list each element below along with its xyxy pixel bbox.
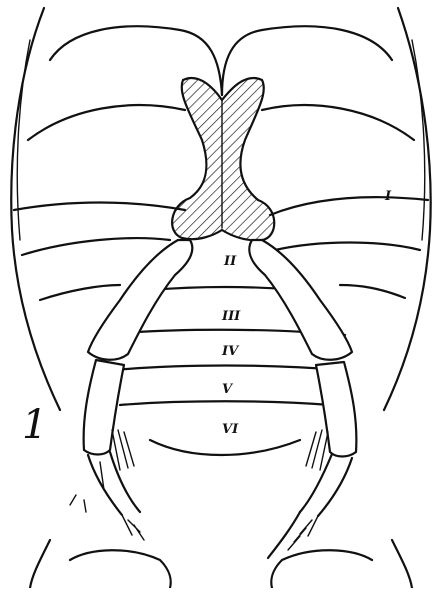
segment-label-1: I	[384, 189, 392, 204]
posterior-structures	[30, 540, 412, 588]
segment-label-4: IV	[221, 344, 240, 359]
segment-label-6: VI	[222, 422, 239, 437]
segment-label-3: III	[221, 309, 241, 324]
hatched-sternite	[172, 78, 274, 240]
segment-label-2: II	[223, 254, 237, 269]
segment-bands	[14, 197, 428, 455]
segment-label-5: V	[222, 382, 234, 397]
figure-number: 1	[22, 402, 47, 448]
left-appendage	[70, 240, 192, 540]
